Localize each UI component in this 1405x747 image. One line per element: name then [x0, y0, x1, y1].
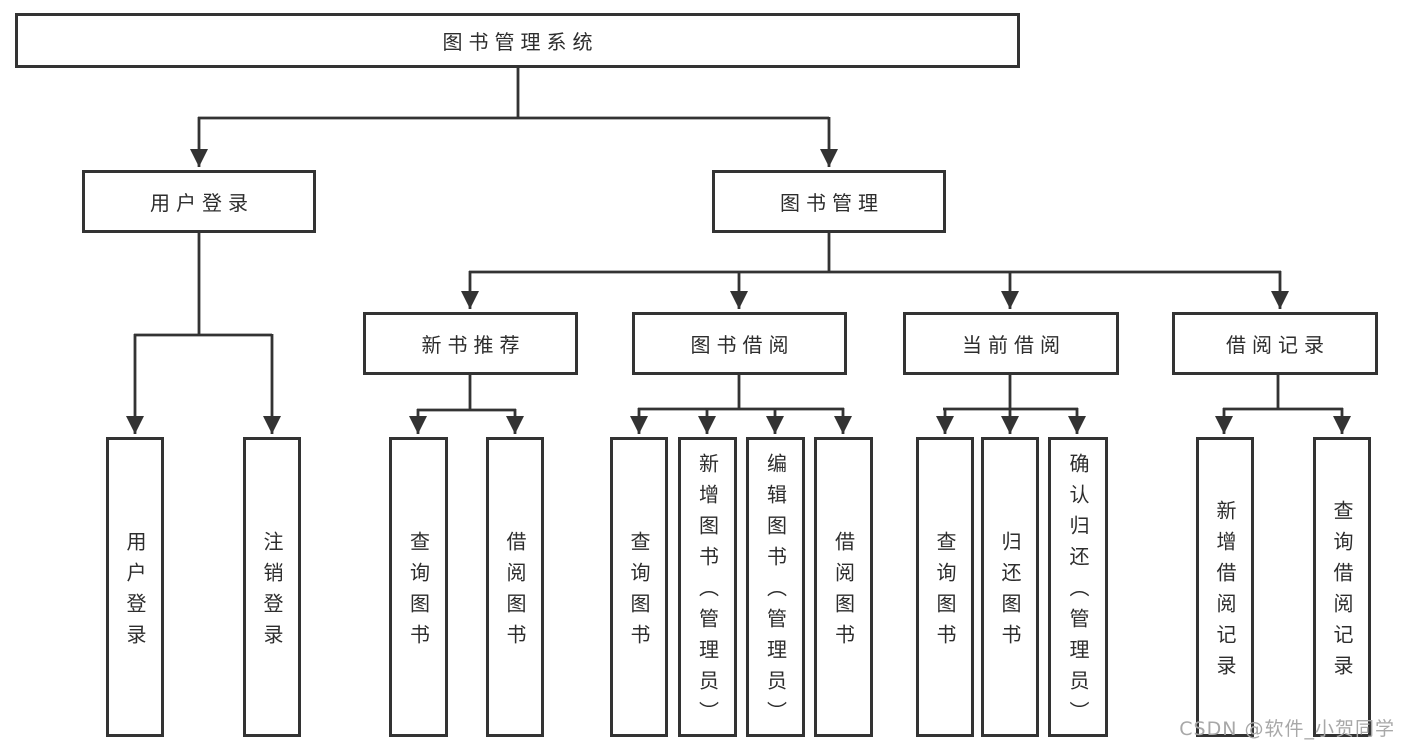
node-new-book-recommend: 新书推荐	[363, 312, 578, 375]
node-label: 用户登录	[150, 191, 254, 215]
node-current-borrowing: 当前借阅	[903, 312, 1119, 375]
leaf-nb-borrow-books: 借阅图书	[486, 437, 544, 737]
node-label: 新增图书（管理员）	[695, 453, 720, 732]
leaf-br-add-record: 新增借阅记录	[1196, 437, 1254, 737]
node-label: 编辑图书（管理员）	[763, 453, 788, 732]
node-library-management-system: 图书管理系统	[15, 13, 1020, 68]
node-label: 用户登录	[123, 530, 147, 655]
leaf-bb-query-books: 查询图书	[610, 437, 668, 737]
node-label: 图书管理	[780, 191, 884, 215]
node-label: 图书管理系统	[442, 30, 599, 54]
node-label: 查询图书	[627, 530, 651, 655]
node-label: 借阅图书	[503, 530, 527, 655]
node-book-management: 图书管理	[712, 170, 946, 233]
node-label: 当前借阅	[962, 333, 1066, 357]
node-label: 注销登录	[260, 530, 284, 655]
node-label: 归还图书	[998, 530, 1022, 655]
node-user-login: 用户登录	[82, 170, 316, 233]
leaf-nb-query-books: 查询图书	[389, 437, 448, 737]
node-label: 新书推荐	[421, 333, 526, 357]
leaf-bb-edit-books-admin: 编辑图书（管理员）	[746, 437, 805, 737]
csdn-watermark: CSDN @软件_小贺同学	[1179, 718, 1395, 740]
leaf-cb-return-books: 归还图书	[981, 437, 1039, 737]
leaf-cb-confirm-return-admin: 确认归还（管理员）	[1048, 437, 1108, 737]
node-label: 查询借阅记录	[1330, 499, 1354, 686]
leaf-bb-add-books-admin: 新增图书（管理员）	[678, 437, 737, 737]
node-label: 查询图书	[406, 530, 431, 655]
node-label: 借阅记录	[1226, 333, 1330, 357]
node-label: 查询图书	[933, 530, 957, 655]
leaf-bb-borrow-books: 借阅图书	[814, 437, 873, 737]
leaf-user-login: 用户登录	[106, 437, 164, 737]
node-label: 借阅图书	[831, 530, 856, 655]
leaf-br-query-record: 查询借阅记录	[1313, 437, 1371, 737]
node-label: 确认归还（管理员）	[1066, 453, 1090, 732]
node-label: 新增借阅记录	[1213, 499, 1237, 686]
node-label: 图书借阅	[690, 333, 795, 357]
node-borrowing-records: 借阅记录	[1172, 312, 1378, 375]
leaf-logout: 注销登录	[243, 437, 301, 737]
leaf-cb-query-books: 查询图书	[916, 437, 974, 737]
node-book-borrowing: 图书借阅	[632, 312, 847, 375]
